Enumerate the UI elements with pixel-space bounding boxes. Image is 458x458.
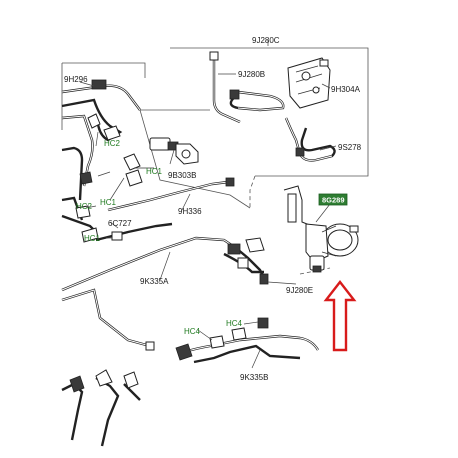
long-pipe-9K335A <box>61 236 269 351</box>
label-9H304A: 9H304A <box>331 85 361 94</box>
filter-component-8G289 <box>283 185 359 273</box>
label-HC2-a: HC2 <box>104 139 121 148</box>
label-9H336: 9H336 <box>178 207 202 216</box>
label-9K335A: 9K335A <box>140 277 169 286</box>
label-9B303B: 9B303B <box>168 171 196 180</box>
label-HC2-b: HC2 <box>76 202 93 211</box>
label-HC1-a: HC1 <box>146 167 163 176</box>
label-HC4-b: HC4 <box>184 327 201 336</box>
highlight-tag-label: 8G289 <box>322 196 345 205</box>
middle-pipes <box>95 177 235 242</box>
upper-assembly-frame <box>170 47 369 177</box>
bottom-pipe-9K335B <box>175 317 320 364</box>
label-9H296: 9H296 <box>64 75 88 84</box>
label-9S278: 9S278 <box>338 143 362 152</box>
label-9J280C: 9J280C <box>252 36 280 45</box>
label-9J280B: 9J280B <box>238 70 265 79</box>
connector-cluster <box>123 137 199 187</box>
label-HC4-a: HC4 <box>226 319 243 328</box>
upper-pipe-assembly <box>209 51 336 162</box>
highlight-arrow <box>323 280 357 352</box>
label-HC1-c: HC1 <box>84 234 101 243</box>
callout-labels: 9J280C 9J280B 9H304A 9S278 9H296 HC2 HC1… <box>64 36 362 382</box>
label-9K335B: 9K335B <box>240 373 268 382</box>
label-9J280E: 9J280E <box>286 286 313 295</box>
highlight-tag-box <box>318 193 348 206</box>
left-pipe-bundle <box>61 79 141 243</box>
leader-lines <box>79 40 337 369</box>
label-HC1-b: HC1 <box>100 198 117 207</box>
bottom-left-fragments <box>61 369 141 447</box>
left-assembly-frame <box>61 62 146 130</box>
highlight-part-tag: 8G289 <box>318 193 348 206</box>
label-6C727: 6C727 <box>108 219 132 228</box>
